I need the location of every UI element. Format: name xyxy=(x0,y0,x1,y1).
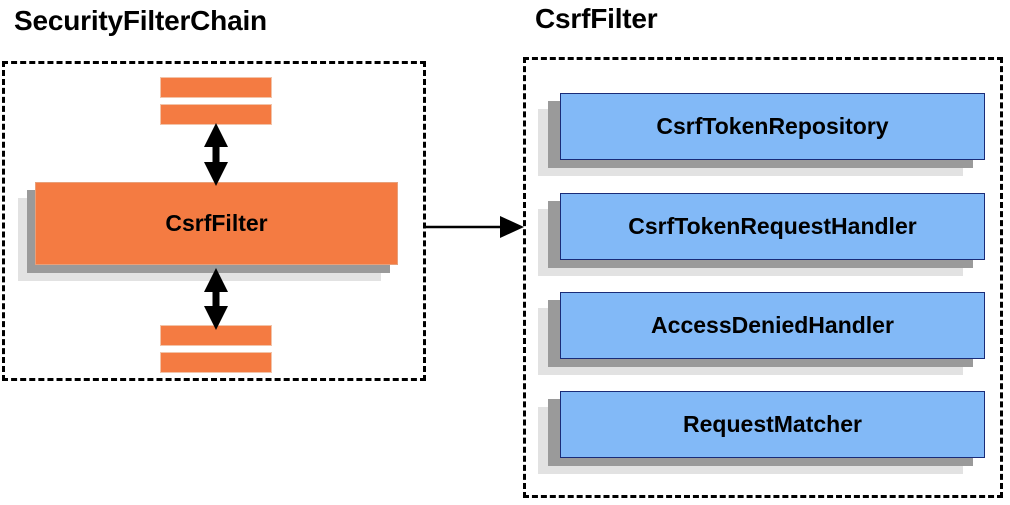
panel-title-csrf-filter: CsrfFilter xyxy=(535,3,658,34)
filter-bar-below-2 xyxy=(160,352,272,373)
filter-bar-below-1 xyxy=(160,325,272,346)
filter-bar-above-1 xyxy=(160,77,272,98)
collaborator-box-request-matcher[interactable]: RequestMatcher xyxy=(560,391,985,458)
collaborator-box-access-denied-handler[interactable]: AccessDeniedHandler xyxy=(560,292,985,359)
collaborator-box-csrf-token-repository[interactable]: CsrfTokenRepository xyxy=(560,93,985,160)
arrow-connector-right xyxy=(425,216,524,238)
csrf-filter-box[interactable]: CsrfFilter xyxy=(35,182,398,265)
collaborator-box-csrf-token-request-handler[interactable]: CsrfTokenRequestHandler xyxy=(560,193,985,260)
filter-bar-above-2 xyxy=(160,104,272,125)
csrf-filter-detail-panel xyxy=(523,57,1003,498)
panel-title-security-filter-chain: SecurityFilterChain xyxy=(14,5,267,36)
security-filter-chain-panel xyxy=(2,61,426,381)
